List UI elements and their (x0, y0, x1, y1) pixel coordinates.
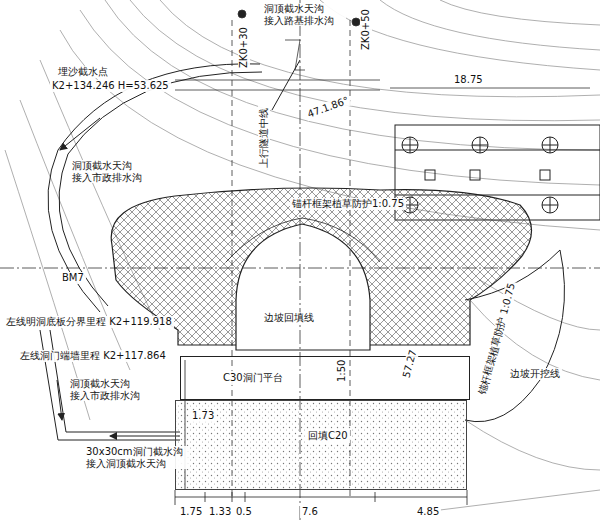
drawing-annotation: ZK0+50 (360, 7, 372, 52)
drawing-annotation: 洞顶截水天沟 接入市政排水沟 (68, 378, 152, 401)
drawing-annotation: 1.75 (178, 506, 204, 518)
drawing-annotation: ZK0+30 (238, 25, 250, 70)
drawing-annotation: 30x30cm洞门截水沟 接入洞顶截水天沟 (84, 446, 188, 469)
drawing-annotation: 上行隧道中线 (258, 106, 270, 170)
drawing-annotation: 埋沙截水点 (56, 66, 110, 78)
drawing-annotation: 锚杆框架植草防护1:0.75 (290, 198, 406, 210)
drawing-annotation: 洞顶截水天沟 接入路基排水沟 (262, 3, 346, 26)
drawing-annotation: 7.6 (300, 506, 320, 518)
node-label: C30洞门平台 (221, 371, 285, 385)
drawing-annotation: K2+134.246 H=53.625 (50, 80, 171, 92)
drawing-annotation: 0.5 (234, 506, 254, 518)
drawing-annotation: 左线洞门端墙里程 K2+117.864 (18, 350, 168, 362)
drawing-annotation: 洞顶截水天沟 接入市政排水沟 (70, 160, 154, 183)
drawing-annotation: 边坡回填线 (262, 312, 316, 324)
drawing-annotation: 4.85 (415, 506, 441, 518)
drawing-annotation: 18.75 (452, 74, 485, 86)
drawing-annotation: 锚杆框架植草防护 1:0.75 (476, 280, 518, 398)
drawing-annotation: 57.27 (400, 346, 420, 381)
drawing-annotation: 47.1.86° (304, 94, 352, 121)
drawing-annotation: 1:50 (336, 358, 348, 384)
drawing-annotation: 1.73 (190, 410, 216, 422)
drawing-annotation: BM7 (60, 272, 86, 284)
backfill-zone: 回填C20 (175, 400, 467, 490)
node-label: 回填C20 (306, 429, 350, 443)
drawing-annotation: 边坡开挖线 (508, 368, 562, 380)
drawing-annotation: 1.33 (207, 506, 233, 518)
drawing-annotation: 左线明洞底板分界里程 K2+119.918 (4, 316, 174, 328)
portal-platform: C30洞门平台 (180, 356, 470, 400)
